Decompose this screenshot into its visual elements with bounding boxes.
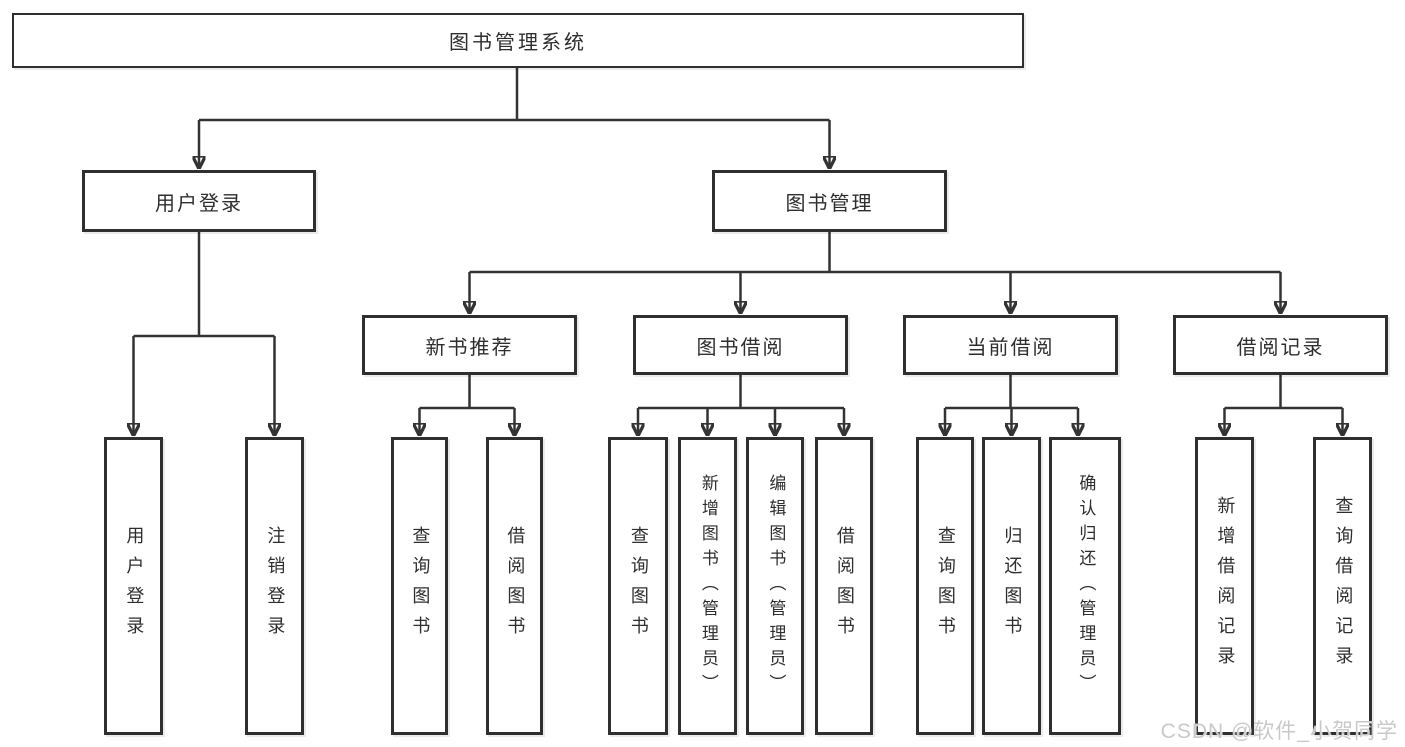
node-leaf-return-books: 归还图书 (982, 437, 1041, 735)
csdn-watermark: CSDN @软件_小贺同学 (1160, 720, 1398, 743)
node-leaf-logout: 注销登录 (245, 437, 304, 735)
leaf-label: 查询借阅记录 (1333, 496, 1354, 676)
connector-new-books-to-children (420, 375, 515, 434)
leaf-label: 注销登录 (265, 526, 286, 646)
node-book-borrowing: 图书借阅 (633, 315, 848, 375)
connector-root-to-level1 (199, 68, 830, 167)
connector-book-borrow-to-children (638, 375, 844, 434)
node-leaf-borrow-books-1: 借阅图书 (486, 437, 543, 735)
node-leaf-query-books-1: 查询图书 (391, 437, 448, 735)
leaf-label: 新增借阅记录 (1215, 496, 1236, 676)
node-leaf-confirm-return-admin: 确认归还（管理员） (1049, 437, 1121, 735)
node-leaf-add-books-admin: 新增图书（管理员） (678, 437, 737, 735)
leaf-label: 归还图书 (1002, 526, 1023, 646)
node-current-borrowing: 当前借阅 (903, 315, 1118, 375)
leaf-label: 确认归还（管理员） (1076, 473, 1096, 699)
leaf-label: 编辑图书（管理员） (766, 473, 786, 699)
leaf-label: 查询图书 (935, 526, 956, 646)
connector-current-borrow-to-children (945, 375, 1078, 434)
node-leaf-borrow-books-2: 借阅图书 (815, 437, 873, 735)
leaf-label: 借阅图书 (505, 526, 526, 646)
leaf-label: 新增图书（管理员） (698, 473, 718, 699)
node-user-login: 用户登录 (82, 170, 316, 232)
node-leaf-user-login: 用户登录 (104, 437, 163, 735)
node-system-root: 图书管理系统 (12, 13, 1024, 68)
leaf-label: 用户登录 (124, 526, 145, 646)
leaf-label: 查询图书 (628, 526, 649, 646)
node-book-management: 图书管理 (712, 170, 947, 232)
leaf-label: 借阅图书 (834, 526, 855, 646)
node-new-book-recommend: 新书推荐 (362, 315, 577, 375)
node-leaf-query-books-3: 查询图书 (916, 437, 974, 735)
connector-user-login-to-children (134, 232, 275, 434)
node-leaf-query-borrow-record: 查询借阅记录 (1313, 437, 1372, 735)
connector-borrow-records-to-children (1225, 375, 1343, 434)
node-leaf-add-borrow-record: 新增借阅记录 (1195, 437, 1254, 735)
node-borrow-records: 借阅记录 (1173, 315, 1388, 375)
connector-book-mgmt-to-level2 (470, 232, 1281, 312)
node-leaf-edit-books-admin: 编辑图书（管理员） (746, 437, 804, 735)
leaf-label: 查询图书 (410, 526, 431, 646)
node-leaf-query-books-2: 查询图书 (608, 437, 668, 735)
